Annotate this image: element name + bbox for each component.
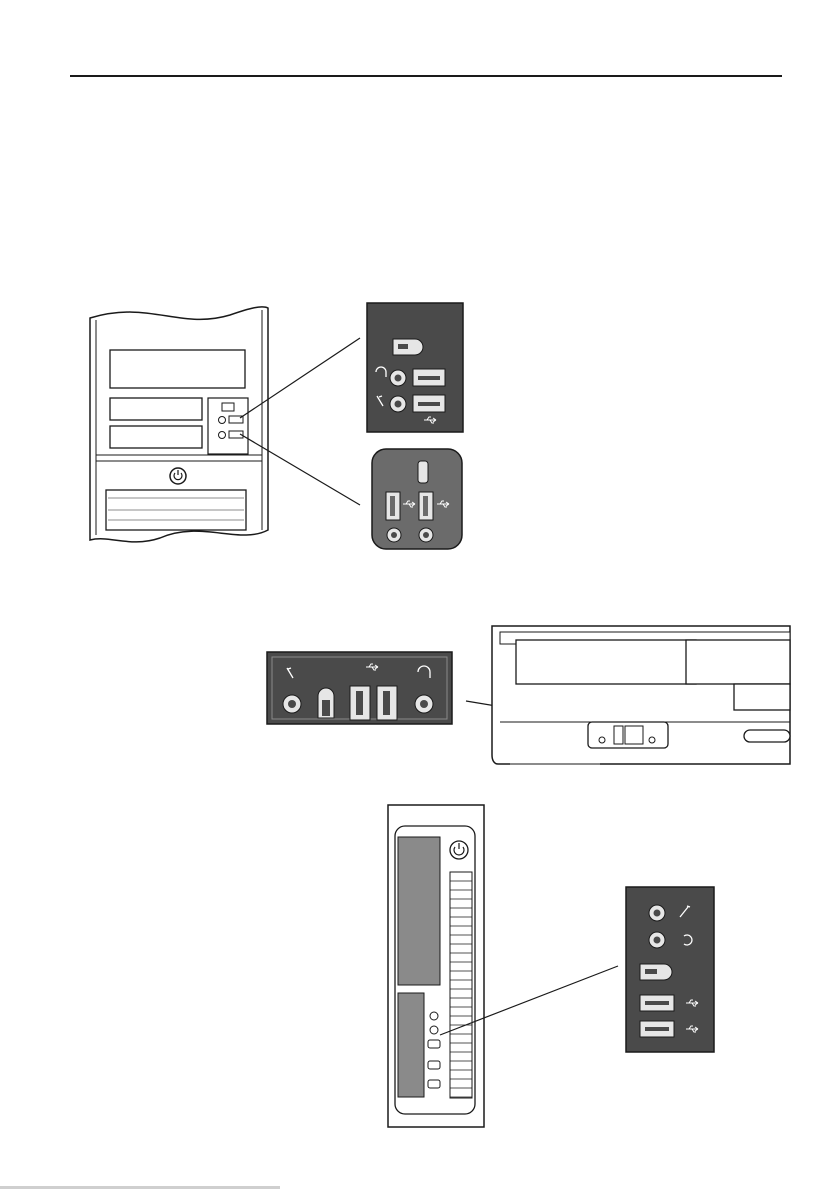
scan-artifact <box>0 1184 300 1192</box>
desktop-case <box>492 626 790 764</box>
front-io-panel-d <box>626 887 714 1052</box>
front-io-panel-b <box>372 449 462 549</box>
slim-tower-case <box>388 805 484 1127</box>
firewire-icon <box>418 461 428 483</box>
front-io-panel-c <box>267 652 452 724</box>
front-io-panel-a <box>367 303 463 432</box>
tower-case <box>90 307 268 542</box>
